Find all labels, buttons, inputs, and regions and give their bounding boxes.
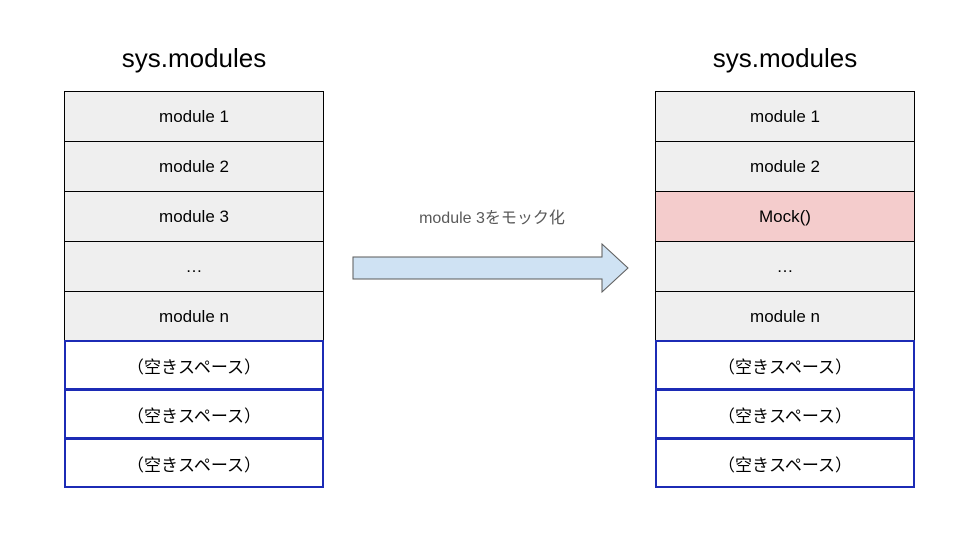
left-cell-module-n: module n [64, 291, 324, 341]
left-cell-ellipsis: … [64, 241, 324, 291]
left-cell-module-1: module 1 [64, 91, 324, 141]
left-cell-module-3: module 3 [64, 191, 324, 241]
arrow-label: module 3をモック化 [419, 210, 565, 227]
left-cell-module-2: module 2 [64, 141, 324, 191]
left-cell-empty-space-1: （空きスペース） [64, 340, 324, 390]
right-arrow-icon [352, 243, 629, 294]
left-sys-modules-title: sys.modules [121, 43, 267, 73]
right-cell-empty-space-1: （空きスペース） [655, 340, 915, 390]
right-sys-modules-title: sys.modules [712, 43, 858, 73]
left-cell-empty-space-2: （空きスペース） [64, 389, 324, 439]
right-sys-modules-stack: module 1 module 2 Mock() … module n （空きス… [655, 91, 915, 488]
right-arrow-shape [352, 243, 629, 294]
left-sys-modules-stack: module 1 module 2 module 3 … module n （空… [64, 91, 324, 488]
right-cell-module-2: module 2 [655, 141, 915, 191]
right-cell-mock: Mock() [655, 191, 915, 241]
right-cell-module-n: module n [655, 291, 915, 341]
right-cell-ellipsis: … [655, 241, 915, 291]
right-cell-empty-space-2: （空きスペース） [655, 389, 915, 439]
right-cell-module-1: module 1 [655, 91, 915, 141]
right-cell-empty-space-3: （空きスペース） [655, 438, 915, 488]
left-cell-empty-space-3: （空きスペース） [64, 438, 324, 488]
